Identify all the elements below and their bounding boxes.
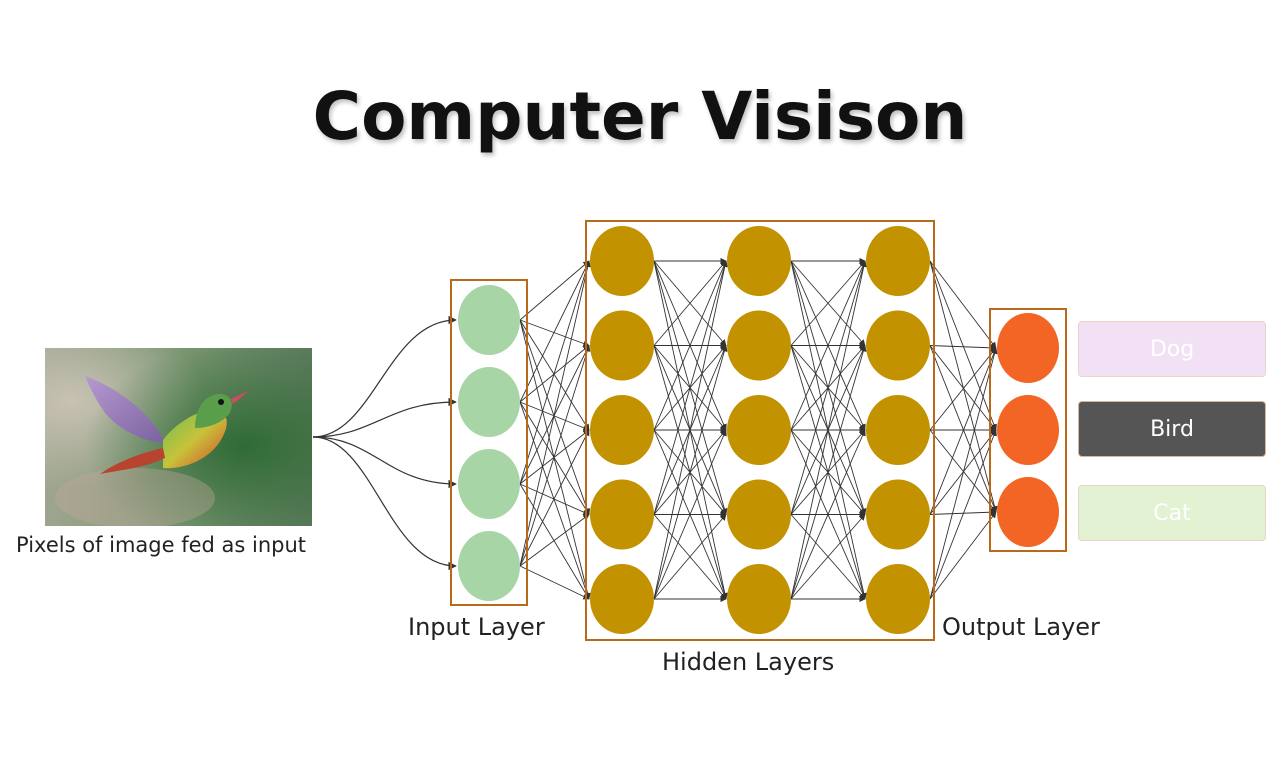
edge: [929, 344, 997, 351]
edge: [790, 260, 867, 515]
edge: [929, 347, 997, 515]
hidden-neuron: [727, 395, 791, 465]
edge: [519, 319, 591, 516]
input-neuron: [458, 449, 520, 519]
edge: [790, 344, 867, 600]
output-layer-label: Output Layer: [942, 613, 1100, 641]
page-title: Computer Visison: [312, 78, 968, 155]
image-caption: Pixels of image fed as input: [16, 533, 307, 557]
hidden-neuron: [727, 564, 791, 634]
hidden-layers-label: Hidden Layers: [662, 648, 835, 676]
input-neuron: [458, 285, 520, 355]
connection-edges: [312, 257, 998, 603]
hidden-neuron: [727, 479, 791, 550]
edge: [519, 319, 590, 347]
edge: [929, 509, 997, 516]
edge: [790, 514, 866, 600]
edge: [929, 260, 997, 431]
hidden-neuron: [866, 395, 930, 465]
layer-frames: [450, 220, 1067, 641]
output-neuron: [997, 395, 1059, 465]
edge: [519, 260, 590, 403]
output-neuron: [997, 313, 1059, 383]
edge: [519, 514, 590, 567]
edge: [519, 483, 590, 516]
edge: [790, 260, 866, 346]
hummingbird-image: [45, 348, 312, 526]
hidden-neuron: [590, 564, 654, 634]
edge: [653, 429, 727, 600]
edge: [929, 260, 997, 349]
edge: [519, 429, 590, 567]
edge: [519, 344, 591, 567]
hidden-layers-frame: [585, 220, 935, 641]
edge: [519, 260, 591, 567]
edge: [790, 260, 867, 600]
neuron-nodes: [458, 226, 1059, 634]
output-label-dog: Dog: [1078, 321, 1266, 377]
edge: [929, 429, 997, 600]
edge: [519, 260, 590, 321]
hidden-neuron: [866, 310, 930, 381]
edge: [519, 401, 591, 600]
edge: [519, 319, 590, 431]
edge: [929, 347, 998, 600]
edge: [929, 511, 997, 600]
input-neuron: [458, 367, 520, 437]
edge: [929, 345, 997, 513]
hidden-neuron: [866, 226, 930, 296]
input-neuron: [458, 531, 520, 601]
hidden-neuron: [590, 310, 654, 381]
output-neuron: [997, 477, 1059, 547]
edge: [653, 260, 727, 431]
hidden-neuron: [866, 479, 930, 550]
edge: [519, 319, 591, 600]
edge: [519, 401, 590, 431]
edge: [929, 429, 997, 513]
edge: [653, 260, 728, 600]
hidden-neuron: [866, 564, 930, 634]
edge-image-to-input: [312, 315, 457, 438]
edge: [519, 565, 590, 600]
output-label-cat: Cat: [1078, 485, 1266, 541]
edge: [929, 345, 997, 431]
output-layer-frame: [989, 308, 1067, 552]
edge: [929, 260, 998, 513]
hidden-neuron: [727, 310, 791, 381]
hidden-neuron: [590, 479, 654, 550]
edge: [790, 429, 866, 600]
edge: [519, 260, 591, 485]
edge: [653, 514, 727, 600]
edge: [929, 347, 997, 431]
edge: [653, 344, 728, 600]
input-layer-frame: [450, 279, 528, 606]
output-label-bird: Bird: [1078, 401, 1266, 457]
edge: [653, 260, 727, 346]
input-layer-label: Input Layer: [408, 613, 545, 641]
hidden-neuron: [727, 226, 791, 296]
edge: [653, 260, 728, 515]
edge: [519, 401, 590, 516]
edge-image-to-input: [312, 436, 457, 571]
edge: [790, 260, 866, 431]
edge: [519, 483, 590, 600]
edge-image-to-input: [312, 397, 457, 438]
hidden-neuron: [590, 226, 654, 296]
hidden-neuron: [590, 395, 654, 465]
edge-image-to-input: [312, 436, 457, 489]
